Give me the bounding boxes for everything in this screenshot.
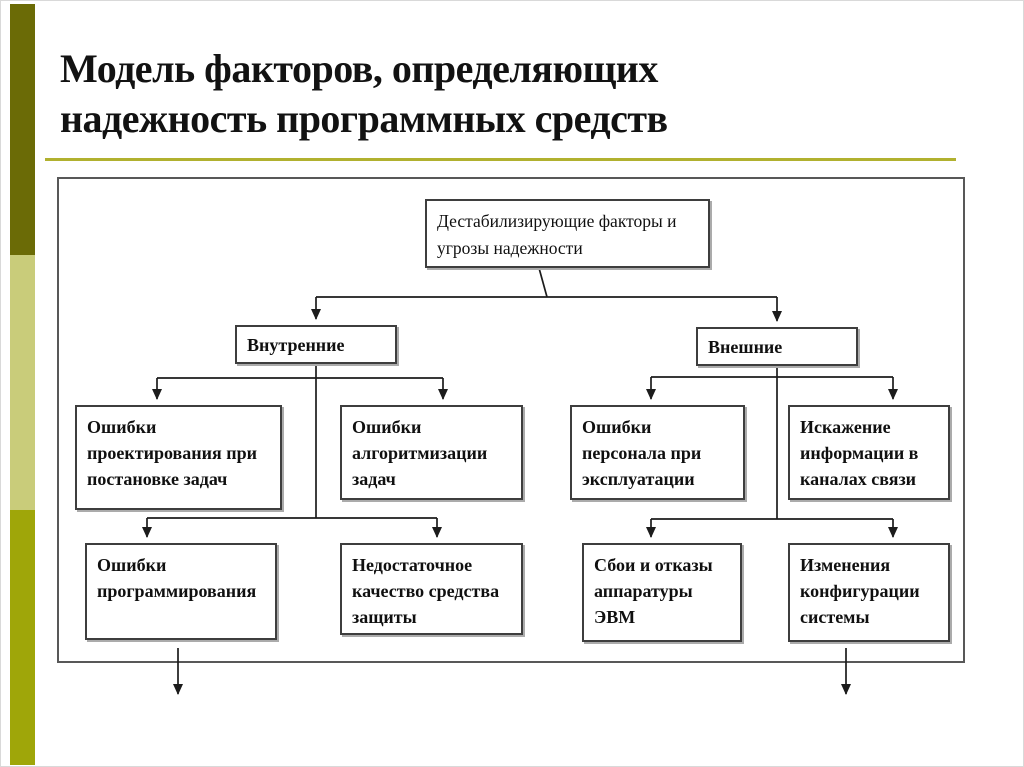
node-external: Внешние [696, 327, 858, 366]
node-personnel-errors: Ошибки персонала при эксплуатации [570, 405, 745, 500]
title-underline [45, 158, 956, 161]
node-channel-distortion: Искажение информации в каналах связи [788, 405, 950, 500]
node-algorithm-errors: Ошибки алгоритмизации задач [340, 405, 523, 500]
slide-title-line2: надежность программных средств [60, 96, 668, 141]
node-root: Дестабилизирующие факторы и угрозы надеж… [425, 199, 710, 268]
sidebar-accent-middle [10, 255, 35, 510]
sidebar-accent-top [10, 4, 35, 255]
sidebar-accent-bottom [10, 510, 35, 765]
node-protection-quality: Недостаточное качество средства защиты [340, 543, 523, 635]
slide-title-line1: Модель факторов, определяющих [60, 46, 658, 91]
node-programming-errors: Ошибки программирования [85, 543, 277, 640]
node-internal: Внутренние [235, 325, 397, 364]
node-hardware-failures: Сбои и отказы аппаратуры ЭВМ [582, 543, 742, 642]
node-configuration-changes: Изменения конфигурации системы [788, 543, 950, 642]
node-design-errors: Ошибки проектирования при постановке зад… [75, 405, 282, 510]
slide-title: Модель факторов, определяющих надежность… [60, 44, 970, 144]
